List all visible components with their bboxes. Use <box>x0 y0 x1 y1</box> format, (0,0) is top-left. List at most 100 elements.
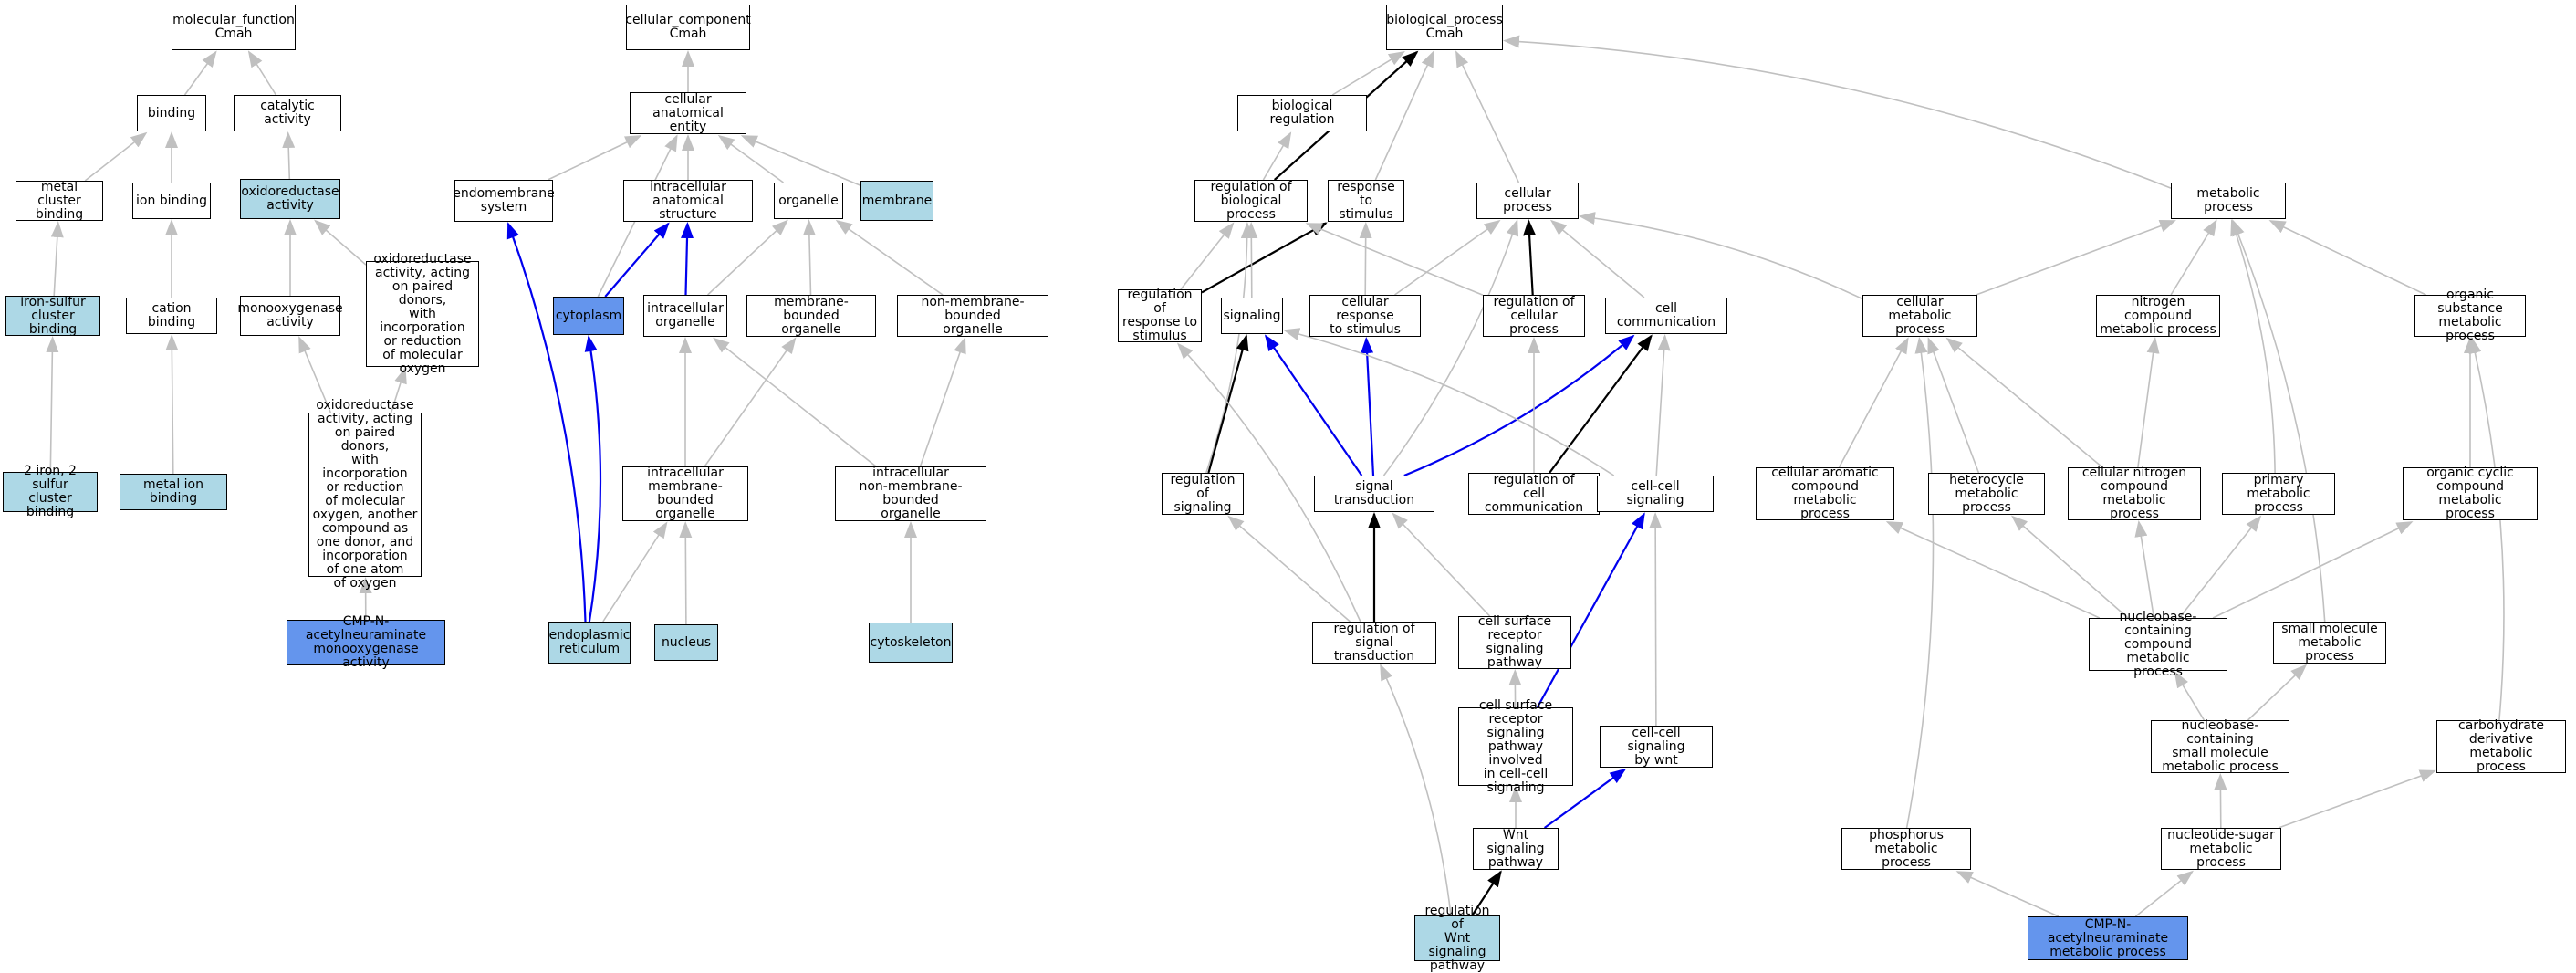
go-term-ironsulfur: iron-sulfur cluster binding <box>5 296 100 336</box>
edge-is_a-sigtrans-to-cellproc <box>1384 221 1517 476</box>
edge-is_a-phos-to-cellmet <box>1907 339 1934 828</box>
edge-is_a-membrane-to-cae <box>743 136 860 185</box>
edge-is_a-cmahproc-to-nucsugar <box>2135 872 2192 916</box>
edge-part_of-intraorg-to-intraanat <box>686 224 688 295</box>
edge-is_a-smallmol-to-metproc <box>2233 221 2325 622</box>
edge-is_a-nucleus-to-intramembound <box>685 523 686 624</box>
edge-is_a-fe2s2-to-ironsulfur <box>50 338 52 472</box>
go-term-metalcluster: metal cluster binding <box>16 181 103 221</box>
go-term-cmahproc: CMP-N-acetylneuraminate metabolic proces… <box>2028 916 2188 960</box>
edge-is_a-membound-to-organelle <box>809 221 811 295</box>
edge-is_a-cellresp-to-resp <box>1365 224 1366 295</box>
edge-is_a-intranonmem-to-nonmembound <box>921 339 965 466</box>
edge-is_a-nbcmp-to-heterocycle <box>2013 517 2129 618</box>
go-term-signaling: signaling <box>1221 298 1283 334</box>
edge-is_a-nbcmp-to-primary <box>2179 517 2260 618</box>
go-term-organelle: organelle <box>774 183 843 219</box>
go-term-regresp: regulation of response to stimulus <box>1118 289 1202 342</box>
go-term-mf: molecular_function Cmah <box>172 5 296 50</box>
edge-is_a-oxred-to-catalytic <box>288 133 290 179</box>
edge-is_a-nbcmp-to-cellarom <box>1888 522 2100 618</box>
go-term-oxredlong: oxidoreductase activity, acting on paire… <box>308 413 422 577</box>
go-term-cc: cellular_component Cmah <box>626 5 750 50</box>
edge-is_a-regbp-to-bioreg <box>1263 133 1290 180</box>
edge-is_a-csrsp-to-sigtrans <box>1393 514 1490 616</box>
edge-part_of-cytoplasm-to-intraanat <box>605 224 668 297</box>
edge-is_a-catalytic-to-mf <box>249 52 276 95</box>
edge-is_a-cellresp-to-cellproc <box>1395 221 1499 295</box>
go-term-oxredpaired: oxidoreductase activity, acting on paire… <box>366 261 479 367</box>
edge-part_of-sigtrans-to-signaling <box>1266 336 1361 476</box>
go-term-regsigtrans: regulation of signal transduction <box>1312 622 1436 664</box>
edge-is_a-nucsugar-to-carbo <box>2279 771 2435 828</box>
go-term-regbp: regulation of biological process <box>1194 180 1308 222</box>
edge-is_a-cmahproc-to-phos <box>1957 872 2059 916</box>
go-term-cytoplasm: cytoplasm <box>553 297 624 335</box>
edge-regulates-regcellproc-to-cellproc <box>1528 221 1533 295</box>
edge-is_a-metproc-to-bp <box>1505 41 2171 189</box>
go-term-cellnitro: cellular nitrogen compound metabolic pro… <box>2068 467 2201 520</box>
go-term-nbsmall: nucleobase-containing small molecule met… <box>2151 720 2289 773</box>
go-term-cytoskeleton: cytoskeleton <box>869 623 953 663</box>
edge-is_a-signaling-to-regbp <box>1251 224 1252 298</box>
go-term-cmahact: CMP-N-acetylneuraminate monooxygenase ac… <box>287 620 445 665</box>
go-term-binding: binding <box>137 95 206 131</box>
go-term-regcellproc: regulation of cellular process <box>1483 295 1585 337</box>
edge-is_a-regsig-to-regbp <box>1206 224 1247 473</box>
edge-is_a-nbsmall-to-smallmol <box>2248 665 2306 720</box>
go-term-oxred: oxidoreductase activity <box>240 179 340 219</box>
go-term-phos: phosphorus metabolic process <box>1841 828 1971 870</box>
edge-is_a-ccwnt-to-cellcellsig <box>1655 514 1656 726</box>
go-term-membrane: membrane <box>860 181 933 221</box>
edge-is_a-nucsugar-to-nbsmall <box>2220 775 2221 828</box>
edge-part_of-csrspcc-to-cellcellsig <box>1538 514 1644 707</box>
go-term-ionbinding: ion binding <box>132 183 211 219</box>
edge-is_a-nonmembound-to-organelle <box>837 221 943 295</box>
edge-is_a-nbcmp-to-orgcyclic <box>2213 522 2412 618</box>
edge-is_a-cellmet-to-cellproc <box>1580 216 1862 299</box>
go-term-er: endoplasmic reticulum <box>548 622 631 664</box>
go-term-regwnt: regulation of Wnt signaling pathway <box>1414 915 1500 961</box>
edge-is_a-metalcluster-to-binding <box>85 133 146 181</box>
edge-is_a-nitromet-to-metproc <box>2171 221 2216 295</box>
go-term-cellproc: cellular process <box>1476 183 1579 219</box>
edge-is_a-cellarom-to-cellmet <box>1840 339 1908 467</box>
go-term-cellresp: cellular response to stimulus <box>1309 295 1421 337</box>
go-term-intraorg: intracellular organelle <box>643 295 727 337</box>
go-term-cationbinding: cation binding <box>126 298 217 334</box>
go-term-cellmet: cellular metabolic process <box>1862 295 1977 337</box>
edge-is_a-intranonmem-to-intraorg <box>714 339 876 466</box>
go-term-monoox: monooxygenase activity <box>240 296 340 336</box>
go-term-nucleus: nucleus <box>654 624 718 661</box>
go-term-intraanat: intracellular anatomical structure <box>623 180 753 222</box>
go-term-endomem: endomembrane system <box>454 180 553 222</box>
edge-is_a-cellcomm-to-cellproc <box>1552 221 1644 298</box>
edge-is_a-regwnt-to-regsigtrans <box>1381 665 1451 915</box>
go-term-orgsub: organic substance metabolic process <box>2414 295 2526 337</box>
go-term-primary: primary metabolic process <box>2222 473 2335 515</box>
edge-part_of-sigtrans-to-cellresp <box>1366 339 1373 476</box>
go-term-regsig: regulation of signaling <box>1162 473 1244 515</box>
edge-is_a-cellcellsig-to-cellcomm <box>1656 336 1664 476</box>
go-term-csrspcc: cell surface receptor signaling pathway … <box>1458 707 1573 786</box>
edge-is_a-endomem-to-cae <box>548 136 640 180</box>
go-term-wnt: Wnt signaling pathway <box>1473 828 1559 870</box>
go-term-nonmembound: non-membrane-bounded organelle <box>897 295 1048 337</box>
go-term-intranonmem: intracellular non-membrane-bounded organ… <box>835 466 986 521</box>
edge-is_a-nbcmp-to-cellnitro <box>2139 522 2154 618</box>
edge-is_a-regsigtrans-to-regsig <box>1229 517 1351 622</box>
go-term-fe2s2: 2 iron, 2 sulfur cluster binding <box>3 472 98 512</box>
edge-is_a-regcellproc-to-regbp <box>1308 224 1484 295</box>
go-term-resp: response to stimulus <box>1328 180 1404 222</box>
go-term-membound: membrane-bounded organelle <box>746 295 876 337</box>
go-term-nucsugar: nucleotide-sugar metabolic process <box>2161 828 2281 870</box>
edge-is_a-resp-to-bp <box>1375 52 1433 180</box>
go-term-cellcomm: cell communication <box>1605 298 1727 334</box>
go-term-sigtrans: signal transduction <box>1314 476 1434 512</box>
go-term-csrsp: cell surface receptor signaling pathway <box>1458 616 1571 669</box>
go-term-cellcellsig: cell-cell signaling <box>1597 476 1714 512</box>
edge-is_a-cellnitro-to-nitromet <box>2138 339 2155 467</box>
go-term-regcellcomm: regulation of cell communication <box>1468 473 1600 515</box>
edge-is_a-nbsmall-to-nbcmp <box>2175 673 2205 720</box>
edge-is_a-binding-to-mf <box>185 52 216 95</box>
